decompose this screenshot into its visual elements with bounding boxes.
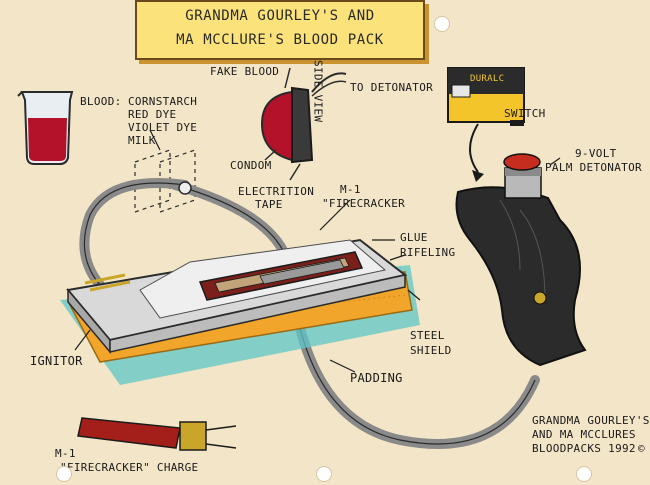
label-padding: Padding — [350, 371, 403, 385]
label-glue: Glue — [400, 231, 428, 244]
label-blood-item-3: Violet Dye — [128, 121, 198, 134]
label-side-view: Side View — [311, 60, 325, 123]
label-palm-detonator: Palm Detonator — [545, 161, 642, 174]
detonator-switch-button — [503, 153, 541, 171]
battery-arrow — [469, 123, 479, 173]
label-to-detonator: To Detonator — [350, 81, 434, 94]
label-blood-item-1: Cornstarch — [128, 95, 198, 108]
label-electrition: Electrition — [238, 185, 315, 198]
binder-hole-middle — [316, 466, 332, 482]
palm-detonator — [455, 153, 587, 367]
label-blood-item-4: Milk — [128, 134, 156, 147]
label-ignitor: Ignitor — [30, 354, 83, 368]
label-fake-blood: Fake Blood — [210, 65, 280, 78]
side-view-blood-capsule — [260, 67, 347, 181]
label-charge-m1: M-1 — [55, 447, 76, 460]
label-m1: M-1 — [340, 183, 361, 196]
label-credit-1: Grandma Gourley's — [532, 414, 650, 427]
battery-icon — [447, 67, 525, 126]
m1-firecracker-tube — [198, 251, 364, 301]
title-line-2: Ma McClure's Blood Pack — [176, 32, 384, 48]
label-blood: Blood: — [80, 95, 122, 108]
label-credit-2: and Ma McClures — [532, 428, 636, 441]
label-blood-item-2: Red Dye — [128, 108, 177, 121]
leader-lines — [74, 129, 561, 373]
binder-hole-right — [576, 466, 592, 482]
label-shield: Shield — [410, 344, 452, 357]
label-tape: Tape — [255, 198, 283, 211]
label-charge-firecracker: "Firecracker" Charge — [60, 461, 199, 474]
beaker-icon — [17, 91, 74, 165]
firecracker-charge-icon — [77, 417, 237, 451]
label-condom: Condom — [230, 159, 272, 172]
label-battery-brand: DURALC — [470, 74, 505, 84]
title-plaque: Grandma Gourley's and Ma McClure's Blood… — [135, 0, 425, 60]
title-line-1: Grandma Gourley's and — [185, 8, 375, 24]
label-switch: Switch — [504, 107, 546, 120]
binder-hole-top — [434, 16, 450, 32]
label-rifeling: Rifeling — [400, 246, 456, 259]
binder-hole-left — [56, 466, 72, 482]
label-nine-volt: 9-Volt — [575, 147, 617, 160]
exploded-view-dashed-box — [134, 149, 196, 213]
label-copyright: © — [638, 442, 645, 455]
ignitor-wires — [84, 273, 131, 292]
label-credit-3: Bloodpacks 1992 — [532, 442, 636, 455]
label-steel: Steel — [410, 329, 445, 342]
label-firecracker: "Firecracker — [322, 197, 406, 210]
